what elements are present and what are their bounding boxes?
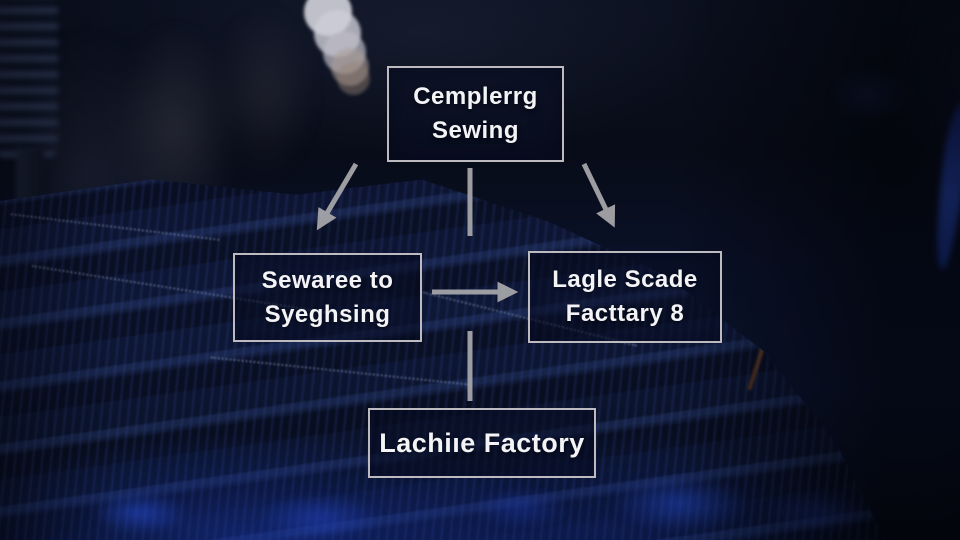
node-label-line: Syeghsing (264, 300, 391, 328)
edge-top-to-right-arrow (581, 162, 616, 228)
node-label-line: Facttary 8 (565, 300, 685, 327)
node-label-line: Sewing (431, 117, 519, 144)
node-label-line: Sewaree to (261, 266, 394, 294)
node-sewaree-to-syeghsing: Sewaree to Syeghsing (233, 253, 422, 342)
node-label-line: Lagle Scade (552, 266, 698, 293)
edge-top-to-left-arrow (316, 162, 359, 231)
node-cemplerrg-sewing: Cemplerrg Sewing (387, 66, 564, 162)
node-lagle-scade-facttary-8: Lagle Scade Facttary 8 (528, 251, 722, 343)
node-label-line: Cemplerrg (413, 83, 538, 110)
node-label-line: Lachiıe Factory (379, 428, 585, 458)
node-lachiie-factory: Lachiıe Factory (368, 408, 596, 478)
